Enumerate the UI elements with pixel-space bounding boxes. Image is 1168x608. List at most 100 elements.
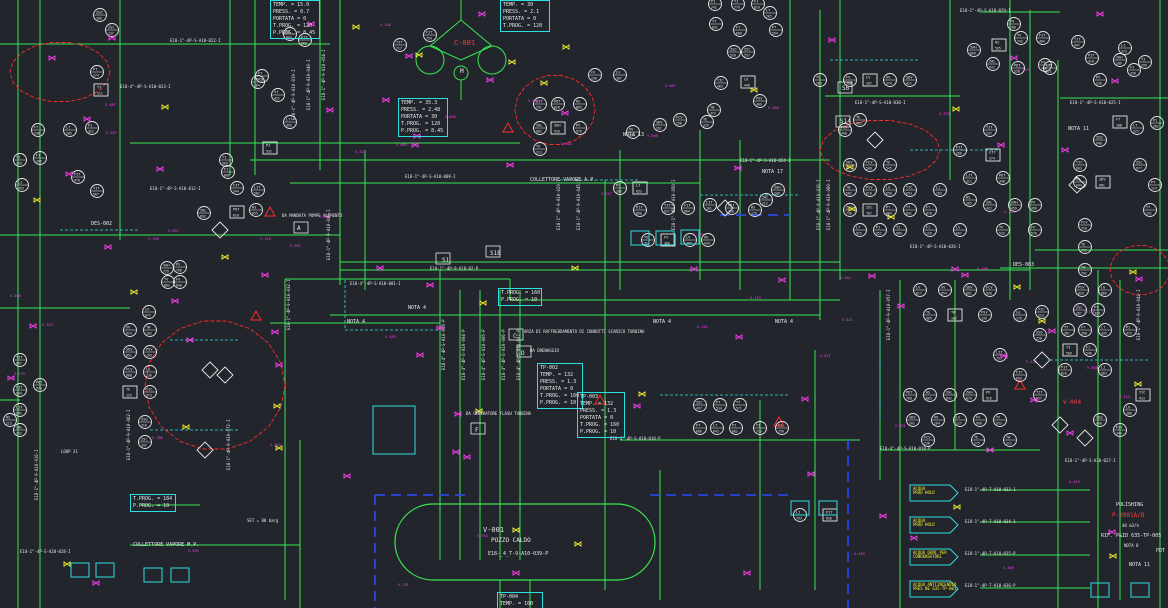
instrument-number: 250 bbox=[1036, 337, 1042, 341]
valve-tag: V-323 bbox=[42, 323, 53, 327]
valve-tag: V-871 bbox=[820, 354, 831, 358]
instrument-number: 199 bbox=[146, 354, 152, 358]
exchanger-symbol bbox=[1076, 429, 1094, 447]
instrument-tag: PDT bbox=[554, 100, 561, 104]
line-number: E18-1"-4P-S-A20-028-I bbox=[20, 549, 71, 554]
loop-31-label: LOOP 31 bbox=[61, 449, 78, 454]
instrument-number: 557 bbox=[744, 54, 750, 58]
vessel-tag: V-001 bbox=[483, 526, 505, 534]
offsheet-s14: S14 bbox=[840, 118, 851, 125]
instrument-box bbox=[862, 73, 878, 87]
valve-symbol bbox=[307, 21, 315, 27]
instrument-tag: FT bbox=[1081, 326, 1086, 330]
instrument-tag: YIC bbox=[1076, 161, 1083, 165]
instrument-number: 731 bbox=[996, 357, 1002, 361]
instrument-box bbox=[262, 141, 278, 155]
valve-symbol bbox=[376, 265, 384, 271]
instrument-tag: ZAH bbox=[970, 46, 977, 50]
instrument-tag: FCV bbox=[924, 436, 931, 440]
exchanger-symbol bbox=[866, 131, 884, 149]
instrument-tag: TW bbox=[1006, 436, 1011, 440]
instrument-number: 275 bbox=[974, 442, 980, 446]
valve-symbol bbox=[953, 504, 961, 510]
valve-symbol bbox=[271, 329, 279, 335]
instrument-tag: PI bbox=[876, 226, 880, 230]
instrument-number: 779 bbox=[734, 6, 740, 10]
signal-box bbox=[95, 562, 115, 578]
instrument-number: 976 bbox=[576, 130, 582, 134]
valve-symbol bbox=[130, 289, 138, 295]
offsheet-s1b: S1B bbox=[490, 250, 501, 257]
instrument-number: 571 bbox=[736, 407, 742, 411]
instrument-tag: XV bbox=[934, 416, 939, 420]
instrument-number: 421 bbox=[274, 97, 280, 101]
exchanger-symbol bbox=[201, 361, 219, 379]
valve-symbol bbox=[961, 272, 969, 278]
line-number: E18-1"-4P-9-A10-062-I bbox=[126, 409, 131, 460]
instrument-number: 175 bbox=[751, 212, 757, 216]
instrument-tag: TI bbox=[16, 156, 20, 160]
exchanger-symbol bbox=[1033, 351, 1051, 369]
instrument-number: 508 bbox=[866, 167, 872, 171]
data-box-row: PORTATA = 0 bbox=[503, 16, 537, 22]
instrument-tag: LT bbox=[66, 126, 71, 130]
instrument-tag: TT bbox=[1146, 206, 1151, 210]
collector-ap: COLLETTORE VAPORE A.P. bbox=[530, 177, 597, 183]
line-number: E18-1"-4P-9-A10-072-I bbox=[226, 419, 231, 470]
instrument-number: 644 bbox=[1076, 184, 1082, 188]
instrument-number: 361 bbox=[1064, 332, 1070, 336]
data-box-row: T.PROG. = 184 bbox=[133, 496, 173, 502]
instrument-tag: ZSC bbox=[108, 26, 115, 30]
instrument-number: 263 bbox=[816, 82, 822, 86]
valve-tag: V-751 bbox=[398, 583, 409, 587]
vessel-v001 bbox=[394, 503, 656, 581]
pump-frame bbox=[429, 45, 493, 61]
valve-symbol bbox=[571, 265, 579, 271]
instrument-tag: TW bbox=[710, 106, 715, 110]
valve-symbol bbox=[411, 142, 419, 148]
instrument-number: 236 bbox=[146, 374, 152, 378]
line-number: E18-1"-4P-9-A10-032-I bbox=[286, 279, 291, 330]
instrument-number: 643 bbox=[286, 36, 292, 40]
revision-triangle bbox=[502, 121, 514, 133]
instrument-tag: PV bbox=[1096, 76, 1101, 80]
revision-triangle bbox=[250, 309, 262, 321]
instrument-tag: SDV bbox=[909, 416, 916, 420]
instrument-box bbox=[1062, 343, 1078, 357]
instrument-tag: ZAL bbox=[989, 60, 996, 64]
valve-symbol bbox=[275, 445, 283, 451]
instrument-tag: HS bbox=[966, 196, 970, 200]
offsheet-box bbox=[435, 252, 451, 265]
instrument-number: 534 bbox=[716, 407, 722, 411]
instrument-number: 211 bbox=[97, 92, 103, 96]
instrument-tag: FCV bbox=[676, 116, 683, 120]
valve-symbol bbox=[951, 266, 959, 272]
instrument-number: 816 bbox=[754, 6, 760, 10]
instrument-tag: FV bbox=[846, 76, 851, 80]
valve-symbol bbox=[156, 166, 164, 172]
instrument-tag: PI bbox=[1153, 119, 1157, 123]
instrument-tag: PDT bbox=[728, 204, 735, 208]
data-box-row: T.PROG. = 160 bbox=[540, 393, 580, 399]
instrument-number: 951 bbox=[126, 354, 132, 358]
instrument-tag: TE bbox=[1081, 243, 1085, 247]
signal-box bbox=[70, 562, 90, 578]
valve-tag: V-595 bbox=[188, 549, 199, 553]
instrument-tag: PIT bbox=[636, 206, 643, 210]
valve-symbol bbox=[743, 570, 751, 576]
offsheet-box bbox=[835, 115, 851, 128]
offsheet-f: F bbox=[475, 427, 479, 434]
valve-tag: V-168 bbox=[977, 267, 988, 271]
revision-cloud bbox=[144, 320, 286, 450]
valve-symbol bbox=[83, 116, 91, 122]
drenaggio-label: DA DRENAGGIO bbox=[530, 348, 559, 353]
instrument-number: 164 bbox=[934, 422, 940, 426]
instrument-number: 595 bbox=[995, 47, 1001, 51]
instrument-box bbox=[632, 181, 648, 195]
instrument-tag: FT bbox=[696, 424, 701, 428]
instrument-tag: TV bbox=[999, 226, 1004, 230]
valve-tag: V-760 bbox=[148, 237, 159, 241]
instrument-tag: ZAH bbox=[554, 124, 561, 128]
valve-tag: V-667 bbox=[665, 84, 676, 88]
valve-symbol bbox=[1129, 269, 1137, 275]
